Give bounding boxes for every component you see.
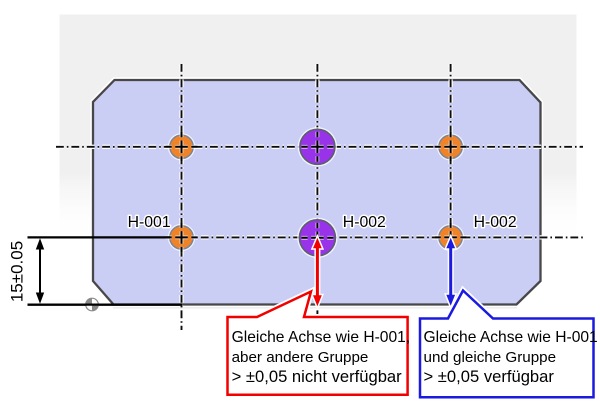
svg-text:H-002: H-002 (474, 214, 517, 231)
svg-text:H-001: H-001 (128, 214, 171, 231)
svg-text:H-002: H-002 (343, 214, 386, 231)
svg-text:> ±0,05 verfügbar: > ±0,05 verfügbar (424, 367, 555, 386)
svg-text:> ±0,05 nicht verfügbar: > ±0,05 nicht verfügbar (232, 367, 403, 386)
svg-text:15±0.05: 15±0.05 (8, 241, 27, 302)
svg-text:Gleiche Achse wie H-001,: Gleiche Achse wie H-001, (232, 329, 411, 346)
svg-text:aber andere Gruppe: aber andere Gruppe (232, 349, 369, 366)
svg-text:Gleiche Achse wie H-001: Gleiche Achse wie H-001 (424, 329, 598, 346)
svg-text:und gleiche Gruppe: und gleiche Gruppe (424, 349, 557, 366)
